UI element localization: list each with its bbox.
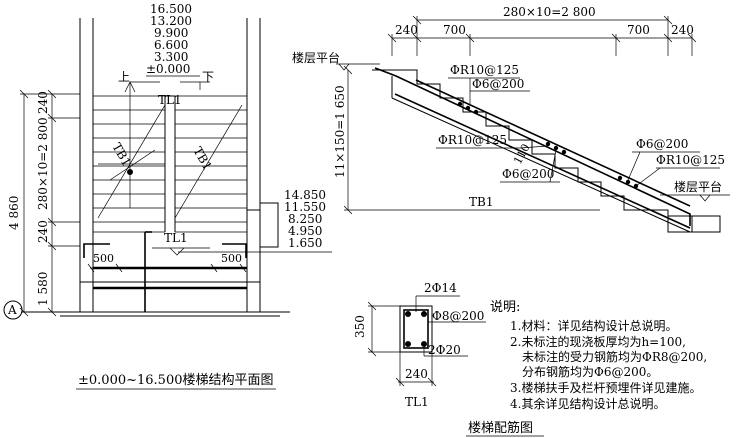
plan-dim-part-0: 240 [36, 91, 50, 114]
plan-elev-top-4: 3.300 [154, 50, 188, 64]
section-name: TB1 [469, 195, 493, 209]
plan-elevations-top: 16.500 13.200 9.900 6.600 3.300 ±0.000 [146, 2, 200, 77]
section-rebar-top-2: Φ6@200 [472, 77, 524, 91]
beam-tl1-section: 2Φ14 Φ8@200 2Φ20 350 240 TL1 [353, 281, 486, 409]
beam-stirrup: Φ8@200 [432, 309, 484, 323]
stair-plan: 上 下 TL1 TB1 TB1 TL1 500 500 [3, 2, 332, 390]
notes-heading: 说明: [490, 300, 520, 315]
beam-name: TL1 [405, 395, 429, 409]
beam-width: 240 [405, 367, 428, 381]
plan-dim-500-left: 500 [93, 252, 114, 265]
notes-line-5: 4.其余详见结构设计总说明。 [510, 396, 665, 411]
plan-title: ±0.000~16.500楼梯结构平面图 [78, 373, 274, 388]
plan-dir-up: 上 [118, 70, 130, 84]
beam-height: 350 [353, 315, 367, 338]
section-rebar-mid-1: ΦR10@125 [438, 133, 507, 147]
plan-elev-right-3: 4.950 [288, 224, 322, 238]
plan-dim-500-right: 500 [221, 252, 242, 265]
notes-line-4: 3.楼梯扶手及栏杆预埋件详见建施。 [510, 380, 701, 395]
section-rebar-dots [457, 101, 639, 189]
notes-line-2: 未标注的受力钢筋均为ΦR8@200, [522, 349, 707, 364]
section-landing-top: 楼层平台 [292, 50, 340, 65]
plan-dim-part-2: 240 [36, 220, 50, 243]
section-rebar-mid-2: Φ6@200 [502, 167, 554, 181]
section-dim-part-3: 240 [671, 23, 694, 37]
plan-tb1-right: TB1 [190, 145, 214, 173]
plan-dir-down: 下 [202, 70, 214, 84]
plan-elev-right-4: 1.650 [288, 236, 322, 250]
notes-line-0: 1.材料：详见结构设计总说明。 [510, 318, 677, 333]
left-flight-treads [93, 95, 165, 233]
notes-line-1: 2.未标注的现浇板厚均为h=100, [510, 334, 686, 349]
section-dim-part-1: 700 [443, 23, 466, 37]
section-slab-thickness: 110 [511, 142, 532, 167]
plan-elevations-right: 14.850 11.550 8.250 4.950 1.650 [178, 188, 332, 253]
plan-elev-right-1: 11.550 [284, 200, 326, 214]
section-rebar-right-1: Φ6@200 [636, 137, 688, 151]
section-dim-part-0: 240 [395, 23, 418, 37]
plan-dim-part-3: 1 580 [36, 272, 50, 306]
notes-line-3: 分布钢筋均为Φ6@200。 [522, 364, 658, 379]
plan-axis-label: A [7, 303, 17, 317]
plan-elev-right-2: 8.250 [288, 212, 322, 226]
section-dim-vertical: 11×150=1 650 [333, 85, 347, 178]
section-dim-top-total: 280×10=2 800 [503, 5, 596, 19]
plan-dim-total: 4 860 [7, 196, 21, 230]
plan-elev-top-5: ±0.000 [146, 62, 190, 76]
beam-bottom-bar: 2Φ20 [428, 343, 461, 357]
section-dim-part-2: 700 [627, 23, 650, 37]
section-rebar-right-2: ΦR10@125 [656, 153, 725, 167]
stair-section-tb1: 280×10=2 800 240 700 700 240 楼层 [292, 5, 730, 233]
section-rebar-top-1: ΦR10@125 [450, 63, 519, 77]
plan-elev-right-0: 14.850 [284, 188, 326, 202]
section-landing-bottom: 楼层平台 [674, 179, 722, 194]
plan-dims-left: 4 860 240 280×10=2 800 240 1 580 [7, 89, 80, 317]
beam-top-bar: 2Φ14 [424, 281, 457, 295]
figure-title: 楼梯配筋图 [468, 420, 533, 436]
plan-tl1-bottom: TL1 [164, 231, 188, 245]
plan-elev-top-3: 6.600 [154, 38, 188, 52]
plan-elev-top-1: 13.200 [150, 14, 192, 28]
plan-elev-top-2: 9.900 [154, 26, 188, 40]
notes: 说明: 1.材料：详见结构设计总说明。 2.未标注的现浇板厚均为h=100, 未… [490, 300, 707, 411]
plan-dim-part-1: 280×10=2 800 [36, 117, 50, 210]
plan-elev-top-0: 16.500 [150, 2, 192, 16]
plan-tl1-top: TL1 [158, 93, 182, 107]
right-flight-treads [175, 95, 247, 233]
